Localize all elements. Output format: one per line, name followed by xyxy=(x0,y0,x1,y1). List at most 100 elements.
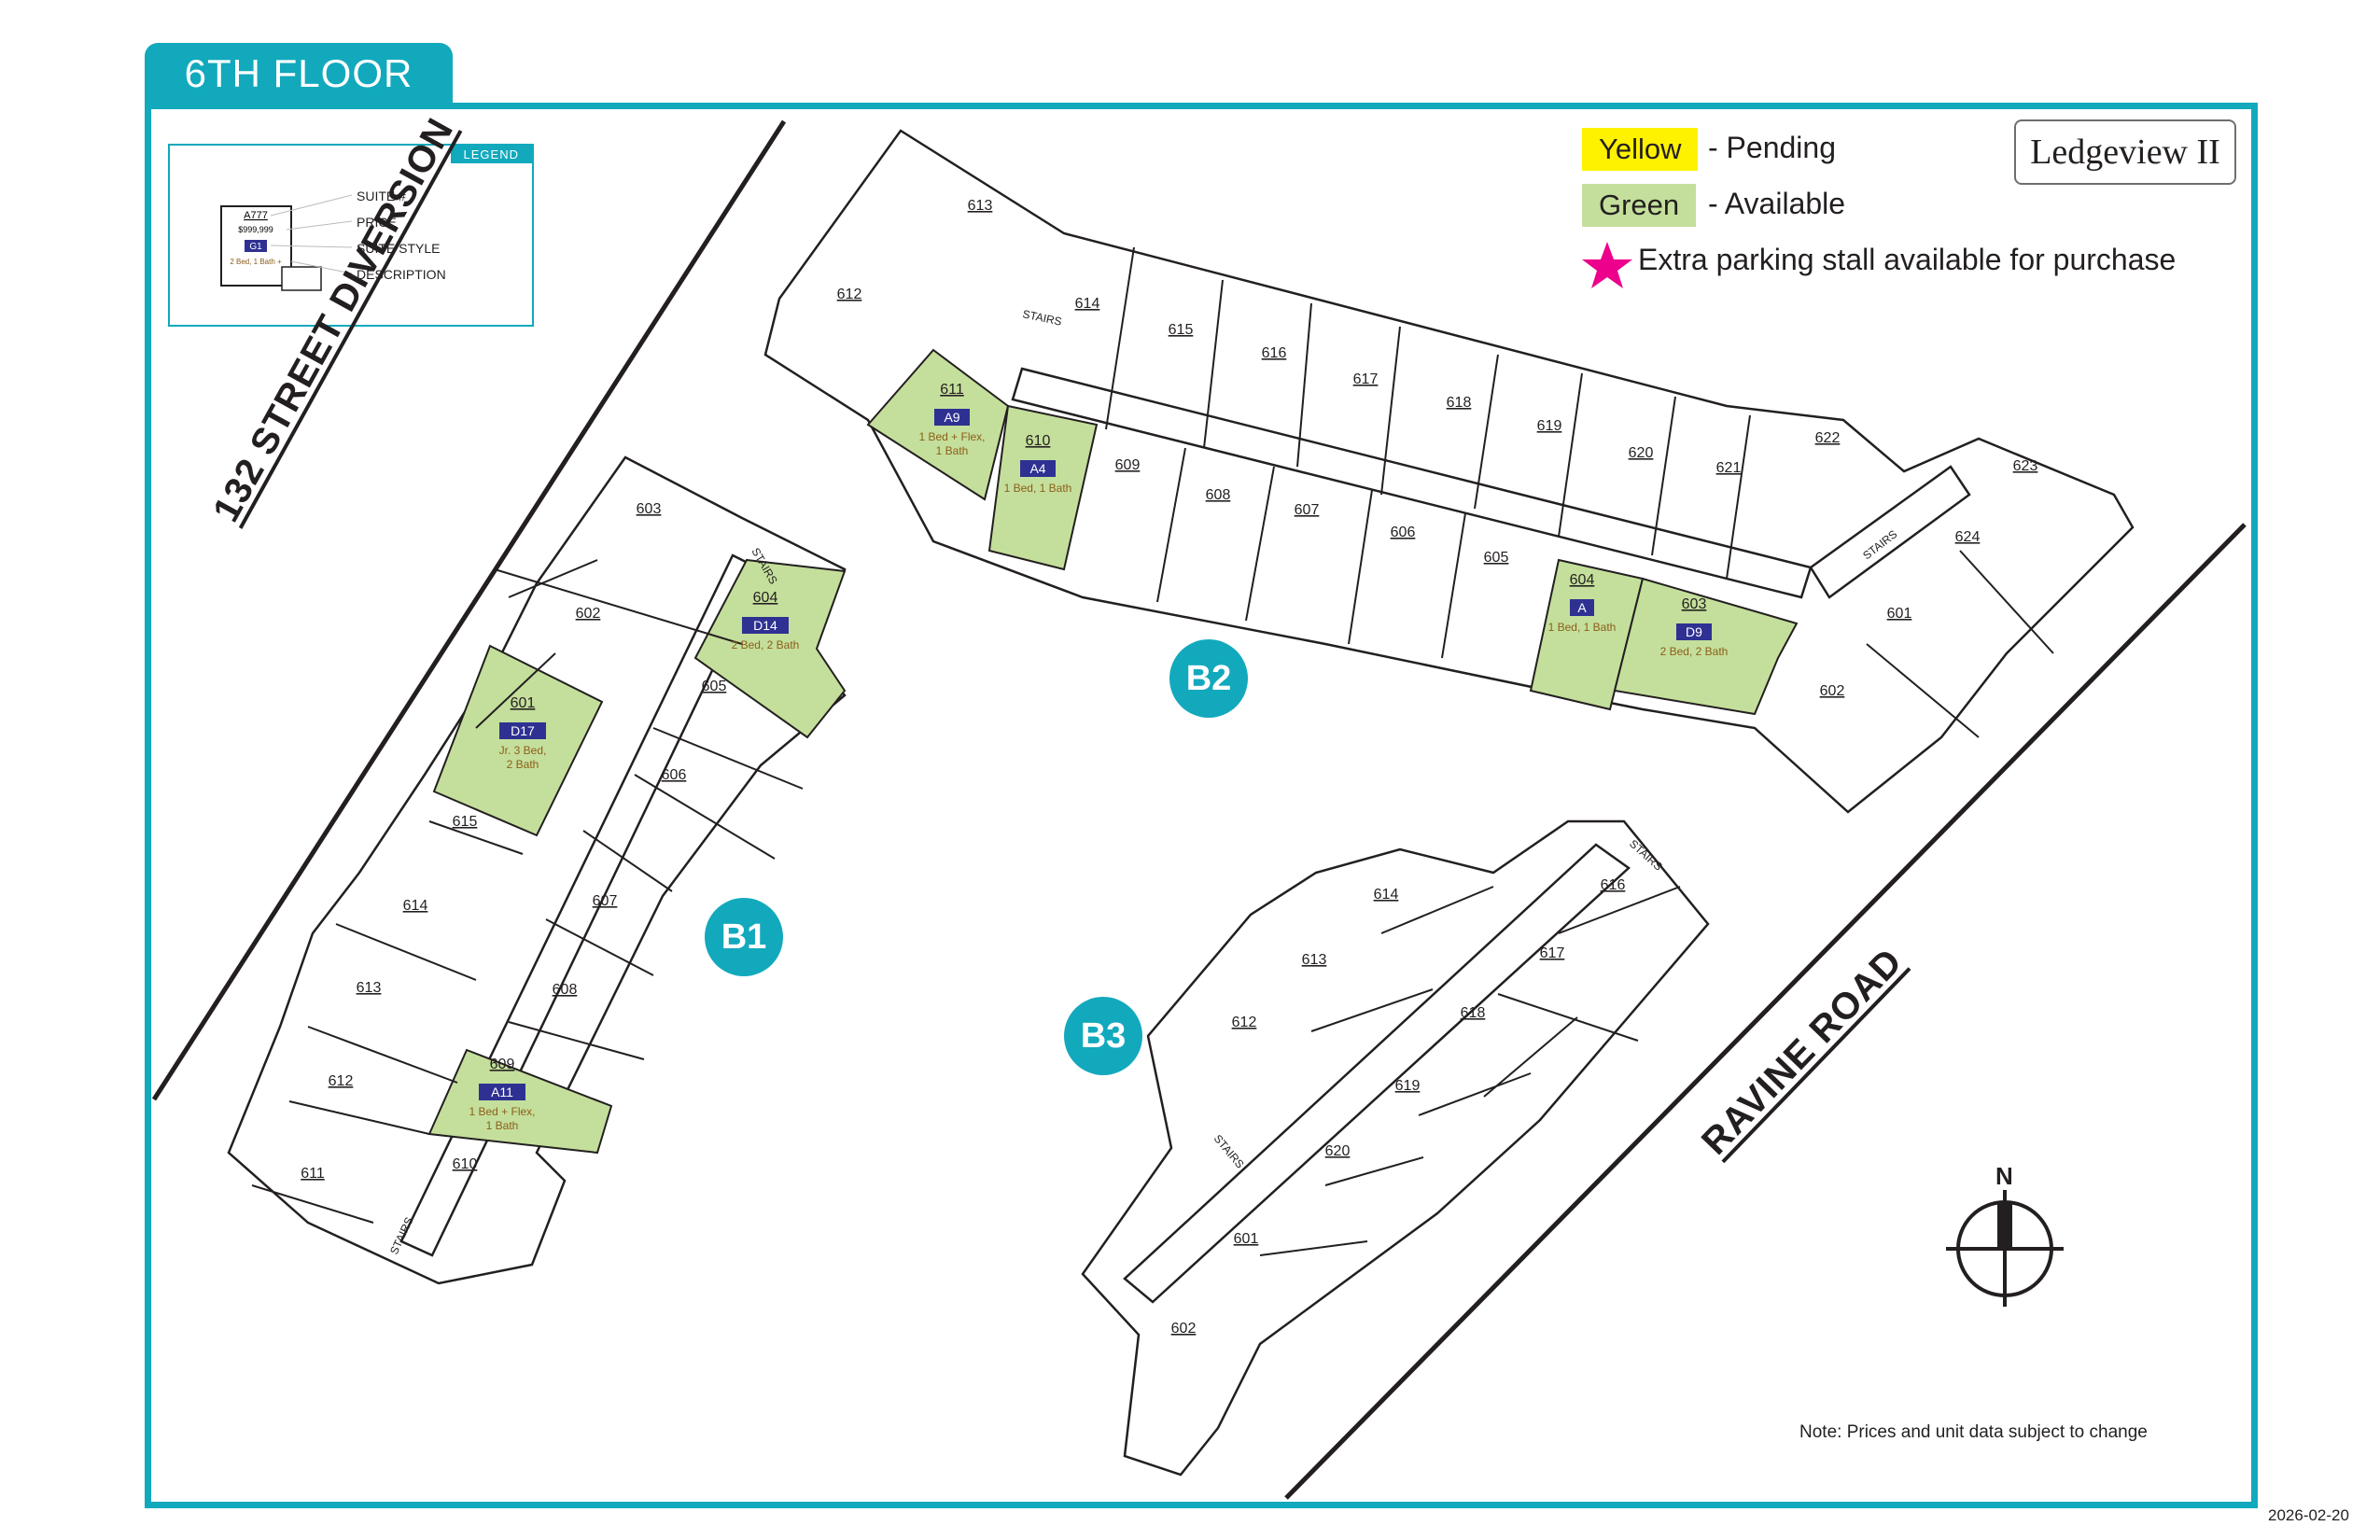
unit-number-b2-604[interactable]: 604 xyxy=(1570,572,1595,588)
b3-corridor xyxy=(1123,843,1631,1304)
unit-number-b3-620[interactable]: 620 xyxy=(1325,1143,1351,1159)
b2-corridor-upper xyxy=(1011,367,1813,599)
suite-style-a4: A4 xyxy=(1029,461,1045,476)
unit-number-b1-613[interactable]: 613 xyxy=(357,980,382,996)
unit-number-b2-619[interactable]: 619 xyxy=(1537,418,1562,434)
unit-number-b1-609[interactable]: 609 xyxy=(490,1057,515,1072)
legend-key-style: SUITE STYLE xyxy=(357,241,441,256)
suite-style-badge xyxy=(742,617,789,634)
legend-sample-suite: A777 xyxy=(244,210,268,221)
suite-style-a11: A11 xyxy=(491,1085,513,1099)
unit-fill-b2-610 xyxy=(987,404,1099,571)
floor-title-tab: 6TH FLOOR xyxy=(145,43,453,105)
star-icon xyxy=(1582,242,1632,288)
unit-number-b3-617[interactable]: 617 xyxy=(1540,945,1565,961)
unit-number-b2-613[interactable]: 613 xyxy=(968,198,993,214)
building-marker-b2: B2 xyxy=(1169,639,1248,718)
unit-number-b2-620[interactable]: 620 xyxy=(1629,445,1654,461)
suite-description: 1 Bed + Flex, xyxy=(918,430,985,443)
unit-fill-b1-604 xyxy=(693,558,847,739)
unit-number-b1-615[interactable]: 615 xyxy=(453,814,478,830)
unit-number-b2-622[interactable]: 622 xyxy=(1815,430,1841,446)
unit-number-b3-614[interactable]: 614 xyxy=(1374,887,1399,903)
unit-number-b2-623[interactable]: 623 xyxy=(2013,458,2038,474)
unit-number-b2-611[interactable]: 611 xyxy=(940,382,964,398)
unit-number-b2-602[interactable]: 602 xyxy=(1820,683,1845,699)
stairs-label: STAIRS xyxy=(1860,527,1899,562)
suite-description: 1 Bed + Flex, xyxy=(469,1105,535,1118)
unit-number-b2-621[interactable]: 621 xyxy=(1716,460,1742,476)
suite-style-a: A xyxy=(1577,600,1587,615)
suite-style-badge xyxy=(479,1084,525,1100)
unit-number-b3-602[interactable]: 602 xyxy=(1171,1321,1197,1337)
unit-number-b2-603[interactable]: 603 xyxy=(1682,596,1707,612)
unit-number-b1-611[interactable]: 611 xyxy=(301,1166,325,1182)
date-stamp: 2026-02-20 xyxy=(2268,1506,2349,1524)
unit-number-b3-619[interactable]: 619 xyxy=(1395,1078,1421,1094)
legend-key-description: DESCRIPTION xyxy=(357,267,446,282)
legend-sample-icon: A777 $999,999 G1 2 Bed, 1 Bath + xyxy=(220,194,353,291)
unit-number-b1-608[interactable]: 608 xyxy=(553,982,578,998)
unit-number-b1-606[interactable]: 606 xyxy=(662,767,687,783)
unit-number-b3-601[interactable]: 601 xyxy=(1234,1231,1259,1247)
unit-number-b2-615[interactable]: 615 xyxy=(1169,322,1194,338)
north-label: N xyxy=(1995,1162,2013,1190)
unit-number-b1-603[interactable]: 603 xyxy=(637,501,662,517)
unit-number-b2-618[interactable]: 618 xyxy=(1447,395,1472,411)
suite-style-badge xyxy=(1020,460,1056,477)
road-line-ravine-road xyxy=(1284,523,2247,1500)
unit-number-b1-607[interactable]: 607 xyxy=(593,893,618,909)
unit-number-b3-613[interactable]: 613 xyxy=(1302,952,1327,968)
unit-number-b3-616[interactable]: 616 xyxy=(1601,877,1626,893)
legend-box: LEGEND A777 $999,999 G1 2 Bed, 1 Bath + … xyxy=(168,144,534,327)
unit-number-b2-605[interactable]: 605 xyxy=(1484,550,1509,566)
status-desc-available: - Available xyxy=(1708,187,1846,220)
b3-envelope xyxy=(1081,819,1710,1477)
road-line-132-street xyxy=(151,119,787,1101)
stairs-label: STAIRS xyxy=(1021,307,1062,329)
unit-number-b2-624[interactable]: 624 xyxy=(1955,529,1981,545)
stairs-label: STAIRS xyxy=(387,1215,416,1256)
unit-number-b1-605[interactable]: 605 xyxy=(702,679,727,694)
legend-sample-style: G1 xyxy=(249,242,262,252)
suite-style-badge xyxy=(1676,623,1712,640)
unit-number-b2-606[interactable]: 606 xyxy=(1391,525,1416,540)
unit-fill-b1-601 xyxy=(432,644,604,837)
unit-number-b3-618[interactable]: 618 xyxy=(1461,1005,1486,1021)
unit-number-b1-612[interactable]: 612 xyxy=(329,1073,354,1089)
building-marker-b1: B1 xyxy=(705,898,783,976)
unit-number-b2-612[interactable]: 612 xyxy=(837,287,862,302)
brand-logo: Ledgeview II xyxy=(2014,119,2236,185)
unit-number-b1-601[interactable]: 601 xyxy=(511,695,536,711)
unit-number-b1-604[interactable]: 604 xyxy=(753,590,778,606)
unit-number-b1-602[interactable]: 602 xyxy=(576,606,601,622)
legend-sample-price: $999,999 xyxy=(238,225,273,234)
unit-fill-b1-609 xyxy=(427,1048,613,1155)
suite-style-badge xyxy=(499,722,546,739)
stairs-labels: STAIRS STAIRS STAIRS STAIRS STAIRS STAIR… xyxy=(387,307,1899,1256)
suite-description: 1 Bed, 1 Bath xyxy=(1004,482,1072,495)
legend-title: LEGEND xyxy=(450,146,532,163)
unit-number-b1-614[interactable]: 614 xyxy=(403,898,428,914)
unit-fill-b2-603 xyxy=(1613,577,1799,716)
suite-description: 2 Bed, 2 Bath xyxy=(732,638,800,651)
legend-key-suite: SUITE # xyxy=(357,189,406,203)
unit-number-b2-601[interactable]: 601 xyxy=(1887,606,1912,622)
unit-number-b1-610[interactable]: 610 xyxy=(453,1156,478,1172)
legend-key-price: PRICE xyxy=(357,215,397,230)
unit-number-b2-614[interactable]: 614 xyxy=(1075,296,1100,312)
unit-number-b2-607[interactable]: 607 xyxy=(1295,502,1320,518)
unit-number-b2-608[interactable]: 608 xyxy=(1206,487,1231,503)
unit-number-b2-616[interactable]: 616 xyxy=(1262,345,1287,361)
unit-number-b2-610[interactable]: 610 xyxy=(1026,433,1051,449)
unit-number-b2-617[interactable]: 617 xyxy=(1353,371,1379,387)
suite-style-badge xyxy=(1570,599,1594,616)
suite-style-d9: D9 xyxy=(1686,624,1702,639)
unit-number-b2-609[interactable]: 609 xyxy=(1115,457,1141,473)
b2-corridor-east xyxy=(1809,465,1971,599)
suite-description: 2 Bed, 2 Bath xyxy=(1660,645,1729,658)
building-marker-b3: B3 xyxy=(1064,997,1142,1075)
unit-number-b3-612[interactable]: 612 xyxy=(1232,1015,1257,1030)
